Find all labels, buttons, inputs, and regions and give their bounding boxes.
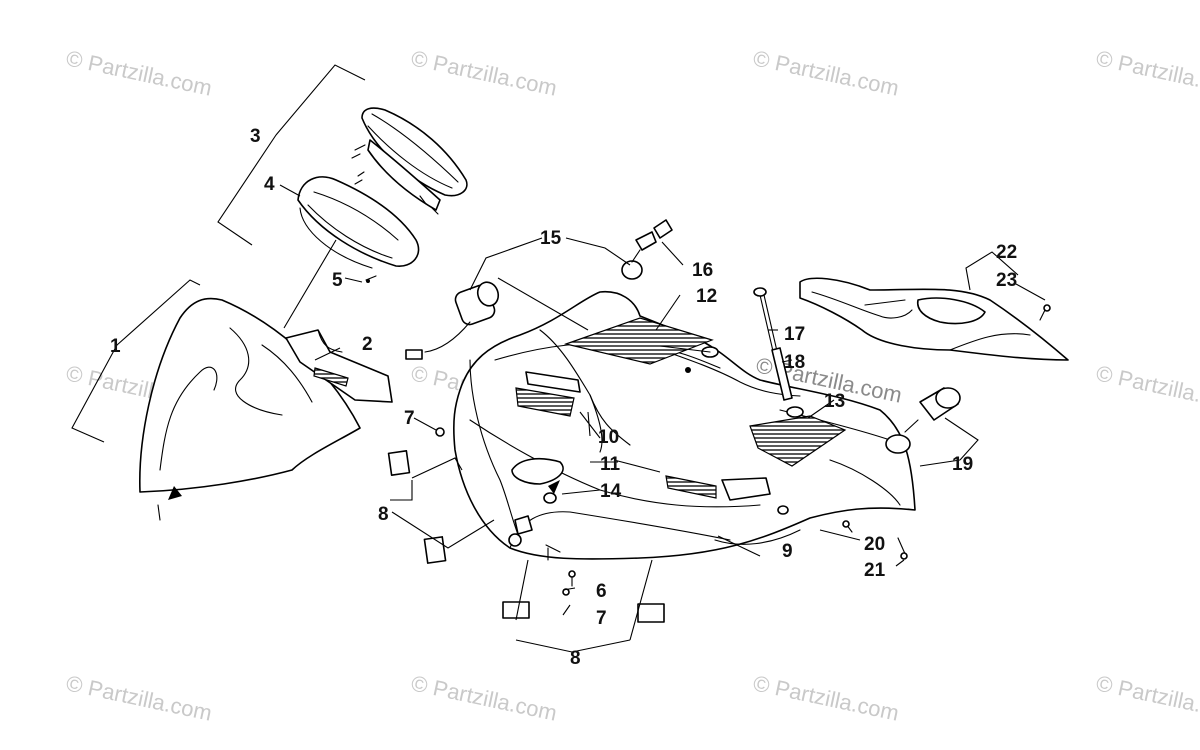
- watermark-3: © Partzilla.com: [751, 45, 901, 100]
- callout-7-top: 7: [404, 408, 415, 429]
- screw-part-6: [568, 570, 576, 578]
- callout-10: 10: [598, 427, 619, 448]
- callout-15: 15: [540, 228, 562, 249]
- watermark-10: © Partzilla.com: [751, 670, 901, 725]
- hood-body-part-9: [453, 291, 916, 561]
- callout-6: 6: [596, 581, 607, 602]
- callout-12: 12: [696, 286, 717, 307]
- callout-19: 19: [952, 454, 973, 475]
- callout-16: 16: [692, 260, 713, 281]
- watermark-2: © Partzilla.com: [409, 45, 559, 100]
- harness-part-15: [405, 260, 643, 360]
- decal-part-12: [563, 317, 714, 365]
- decal-part-13: [749, 415, 847, 467]
- callout-22: 22: [996, 242, 1017, 263]
- rear-cover-part-22: [799, 277, 1069, 361]
- watermark-8: © Partzilla.com: [64, 670, 214, 725]
- watermark-4: © Partzilla.com: [1094, 45, 1200, 100]
- bolt-part-17: [753, 287, 793, 401]
- callout-18: 18: [784, 352, 805, 373]
- screw-part-7-top: [435, 427, 445, 437]
- callout-23: 23: [996, 270, 1017, 291]
- decal-part-11: [665, 475, 717, 499]
- callout-14: 14: [600, 481, 622, 502]
- headlight-part-3: [351, 107, 468, 215]
- watermark-11: © Partzilla.com: [1094, 670, 1200, 725]
- callout-21: 21: [864, 560, 886, 581]
- callout-8-bottom: 8: [570, 648, 581, 669]
- callout-13: 13: [824, 391, 845, 412]
- watermark-9: © Partzilla.com: [409, 670, 559, 725]
- decal-part-10: [515, 387, 575, 417]
- callout-9: 9: [782, 541, 793, 562]
- callout-20: 20: [864, 534, 885, 555]
- headlight-housing-part-4: [297, 176, 420, 269]
- leader-lines: [71, 64, 1046, 653]
- watermark-1: © Partzilla.com: [64, 45, 214, 100]
- callout-5: 5: [332, 270, 343, 291]
- callout-7-bottom: 7: [596, 608, 607, 629]
- callout-numbers: 1 2 3 4 5 6 7 7 8 8 9 10 11 12 13 14 15 …: [110, 126, 1017, 669]
- badge-part-14: [511, 457, 564, 485]
- callout-17: 17: [784, 324, 805, 345]
- callout-4: 4: [264, 174, 275, 195]
- screw-part-21: [900, 552, 908, 560]
- callout-2: 2: [362, 334, 373, 355]
- trim-part-2: [285, 329, 393, 403]
- screw-part-20: [842, 520, 850, 528]
- windshield-part-1: [139, 297, 361, 521]
- socket-part-19: [885, 387, 961, 454]
- key-switch-part-16: [631, 219, 673, 263]
- callout-11: 11: [600, 454, 621, 475]
- callout-8-left: 8: [378, 504, 389, 525]
- spacer-part-18: [771, 347, 793, 401]
- screw-part-5: [365, 275, 377, 283]
- screw-part-23: [1043, 304, 1051, 312]
- callout-3: 3: [250, 126, 261, 147]
- watermark-7: © Partzilla.com: [1094, 360, 1200, 415]
- callout-1: 1: [110, 336, 121, 357]
